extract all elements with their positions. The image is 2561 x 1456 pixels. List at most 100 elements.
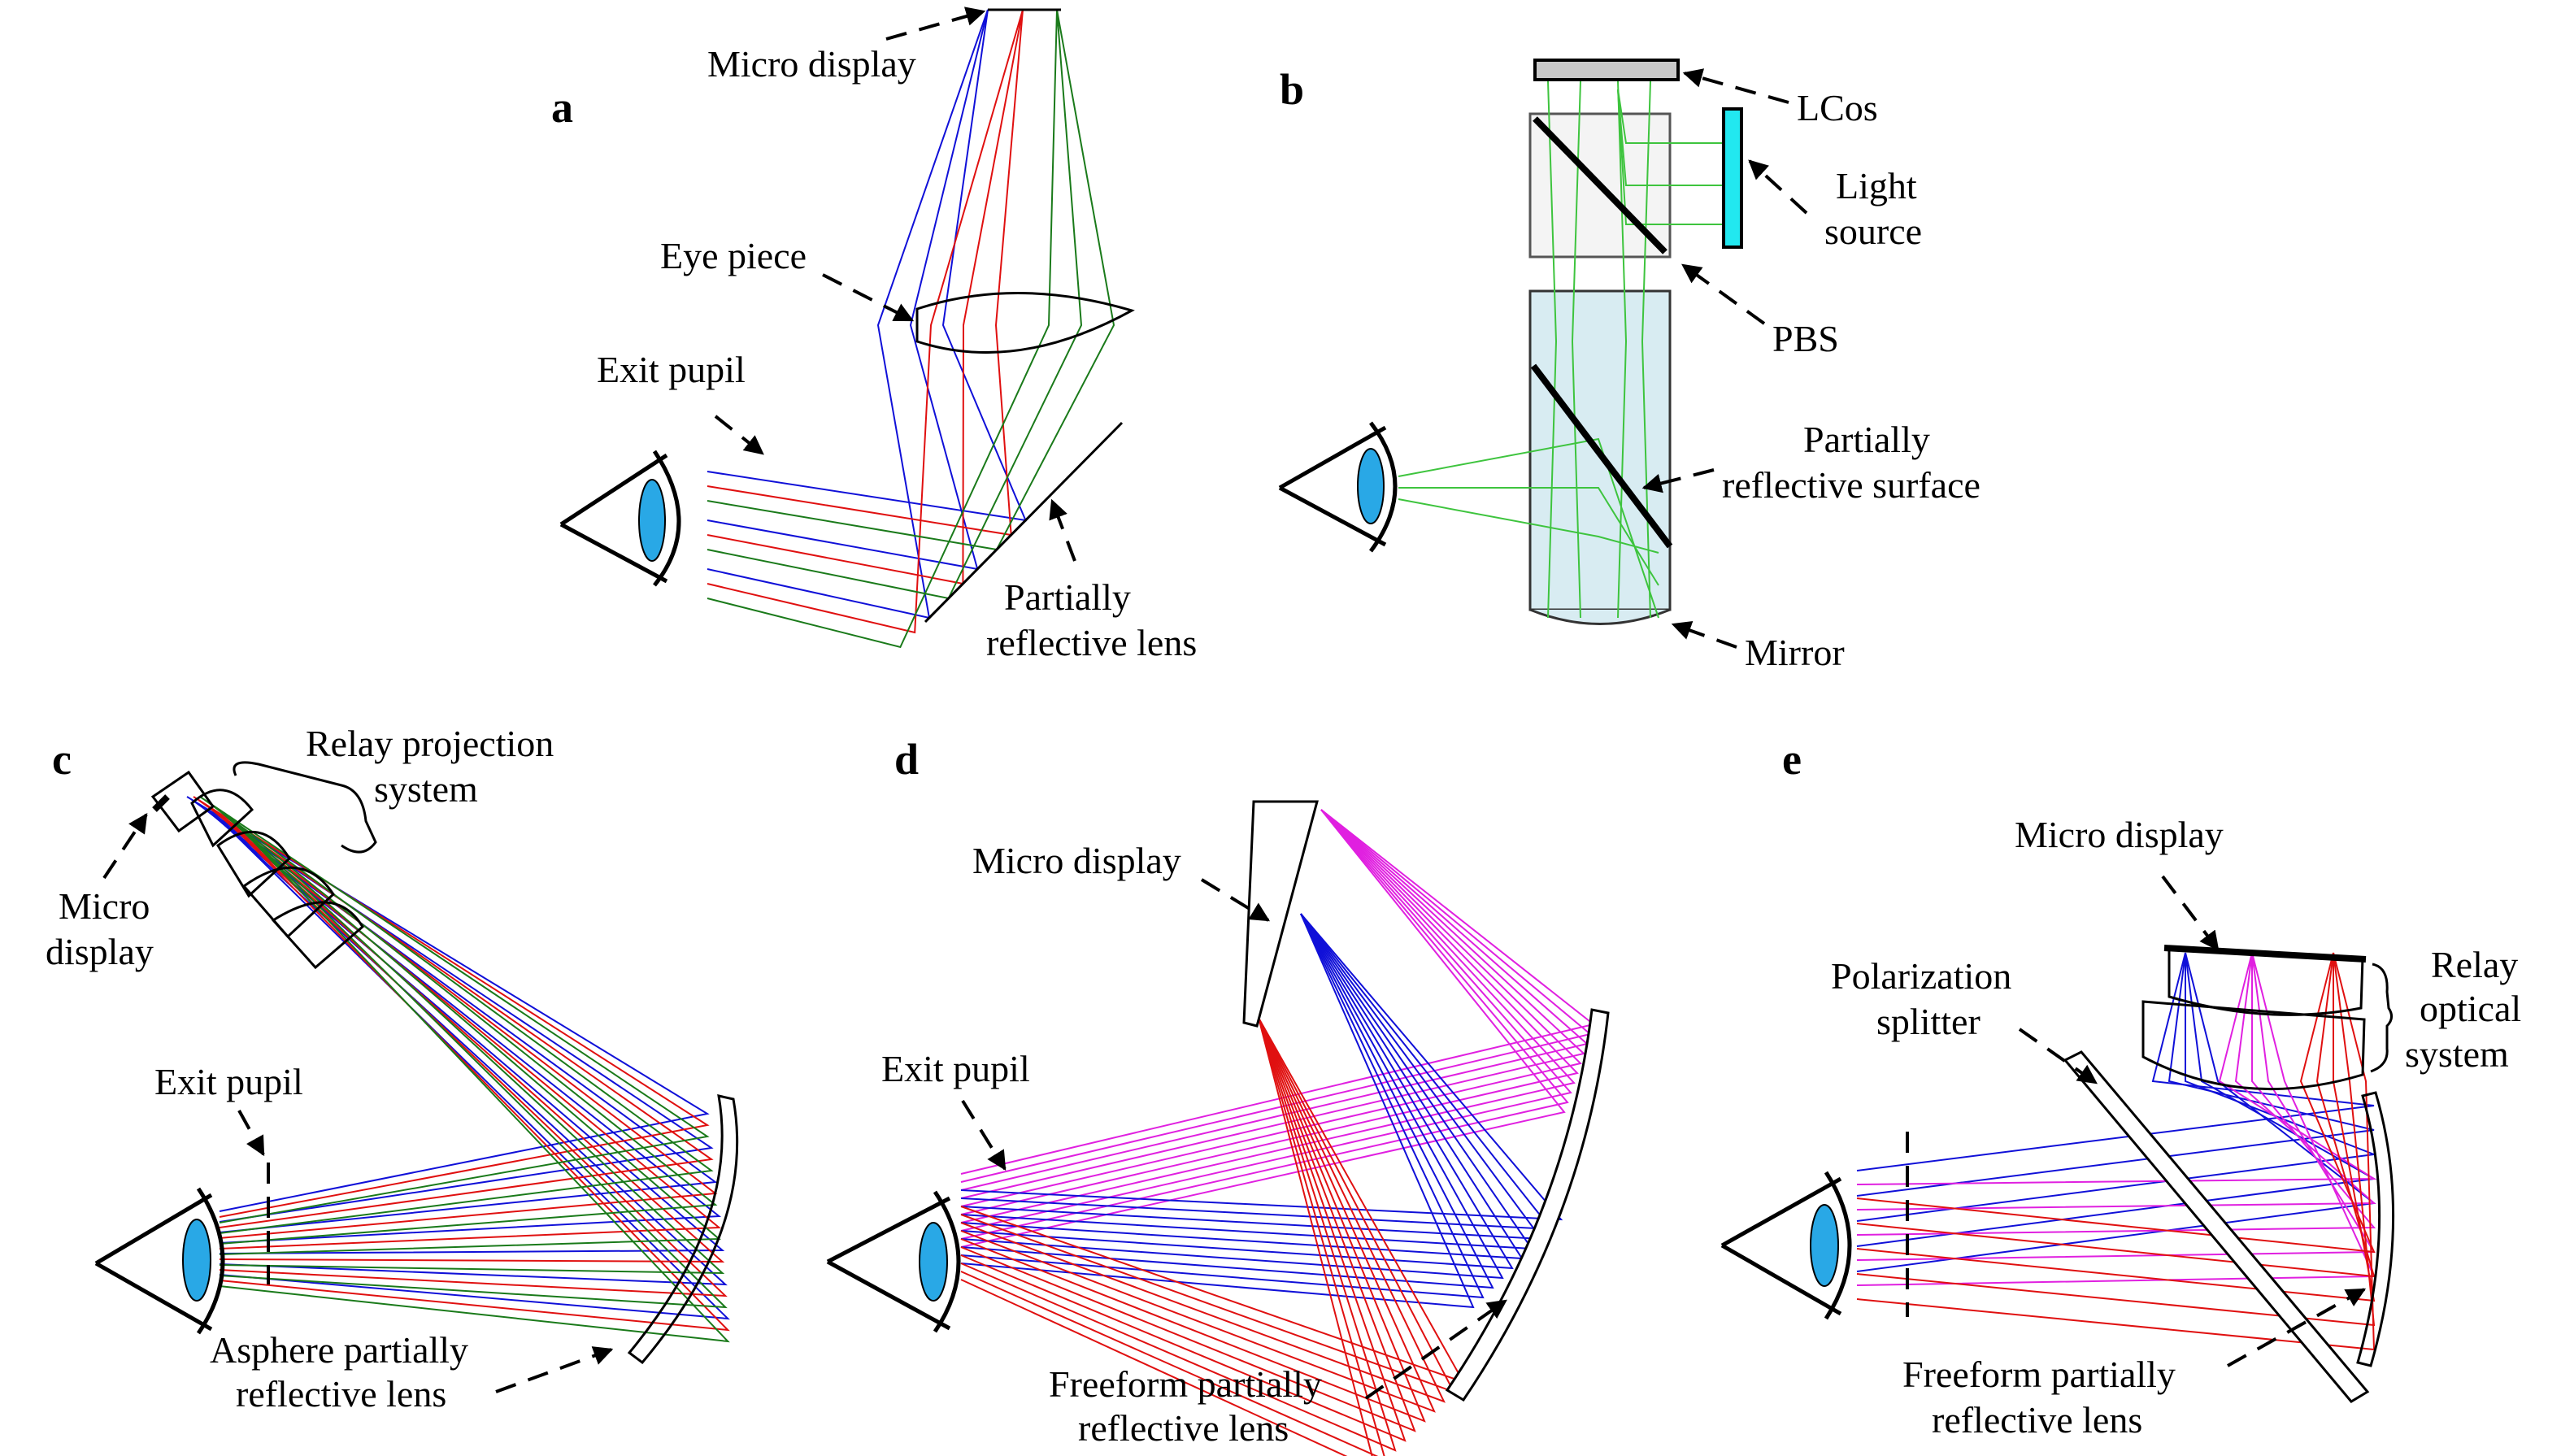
label-eye-piece: Eye piece xyxy=(660,235,807,276)
ray-d xyxy=(960,809,1579,1215)
ray-b xyxy=(1547,80,1558,619)
leader-freeform-e xyxy=(2227,1288,2367,1367)
label-micro-display-e: Micro display xyxy=(2015,814,2224,855)
leader-freeform-d xyxy=(1364,1299,1507,1400)
label-freeform-e-2: reflective lens xyxy=(1932,1399,2142,1441)
ray-b xyxy=(1617,89,1724,144)
ray-c xyxy=(219,812,728,1309)
ray-d xyxy=(960,913,1563,1221)
leader-exit-pupil-a xyxy=(714,415,764,455)
label-freeform-d-1: Freeform partially xyxy=(1049,1363,1322,1405)
ray-c xyxy=(204,799,714,1234)
ray-c xyxy=(209,802,718,1245)
leader-micro-display-d xyxy=(1200,878,1271,922)
leader-micro-display-c xyxy=(102,813,148,880)
ray-e xyxy=(1856,952,2376,1351)
ray-e xyxy=(1856,952,2375,1171)
ray-d xyxy=(960,809,1576,1223)
ray-b xyxy=(1398,437,1659,619)
ray-e xyxy=(1856,952,2376,1254)
ray-e xyxy=(1856,953,2375,1222)
ray-d xyxy=(960,1017,1397,1452)
label-relay-c-1: Relay projection xyxy=(306,723,554,764)
freeform-lens-e xyxy=(2356,1091,2395,1367)
label-exit-pupil-d: Exit pupil xyxy=(881,1048,1030,1089)
panel-letter-d: d xyxy=(894,735,919,784)
panel-c: c Relay projection system Micro display … xyxy=(46,723,739,1415)
ray-c xyxy=(199,796,710,1223)
panel-e: e Micro display Relay optical system Pol… xyxy=(1720,735,2521,1441)
panel-a: a Micro display Eye piece Exit pupil Par… xyxy=(551,7,1197,663)
label-partially-a-2: reflective lens xyxy=(986,622,1197,663)
ray-b xyxy=(1571,80,1581,619)
eye-icon xyxy=(94,1187,225,1335)
ray-b xyxy=(1641,80,1651,619)
leader-partially-reflective-lens xyxy=(1049,498,1076,562)
label-prs-1: Partially xyxy=(1803,419,1930,460)
label-exit-pupil-c: Exit pupil xyxy=(154,1061,303,1102)
label-micro-c-1: Micro xyxy=(59,885,150,927)
ray-e xyxy=(1856,952,2377,1185)
ray-b xyxy=(1617,89,1724,225)
label-freeform-d-2: reflective lens xyxy=(1078,1407,1289,1449)
label-relay-c-2: system xyxy=(374,768,478,810)
leader-mirror xyxy=(1671,621,1737,649)
label-micro-c-2: display xyxy=(46,931,154,972)
ray-d xyxy=(960,809,1583,1207)
asphere-partially-reflective-lens xyxy=(627,1094,739,1365)
label-micro-display-d: Micro display xyxy=(972,840,1181,881)
ray-b xyxy=(1617,80,1628,619)
ray-c xyxy=(219,815,730,1343)
ray-a xyxy=(707,9,1028,522)
label-lcos: LCos xyxy=(1797,87,1878,128)
ray-d xyxy=(960,809,1572,1232)
ray-c xyxy=(186,796,710,1212)
ray-c xyxy=(219,809,725,1275)
ray-a xyxy=(707,9,1024,585)
ray-d xyxy=(960,809,1566,1248)
panel-letter-c: c xyxy=(52,735,72,784)
ray-a xyxy=(707,9,1115,551)
ray-d xyxy=(960,1017,1385,1456)
label-pbs: PBS xyxy=(1772,318,1839,359)
light-source-bar xyxy=(1722,107,1743,249)
ray-e xyxy=(1856,952,2376,1286)
micro-display-d xyxy=(1242,800,1319,1028)
label-relay-e-3: system xyxy=(2405,1033,2509,1075)
label-asphere-2: reflective lens xyxy=(236,1373,446,1415)
label-micro-display: Micro display xyxy=(707,43,916,85)
panel-letter-b: b xyxy=(1280,65,1304,114)
ray-d xyxy=(960,1017,1373,1456)
leader-exit-pupil-c xyxy=(237,1110,265,1157)
label-mirror: Mirror xyxy=(1745,632,1845,673)
label-prs-2: reflective surface xyxy=(1722,464,1981,506)
ray-e xyxy=(1856,952,2376,1210)
leader-partially-reflective-surface xyxy=(1641,468,1715,493)
partially-reflective-lens xyxy=(924,421,1124,624)
leader-asphere xyxy=(495,1346,614,1393)
eye-icon xyxy=(826,1190,961,1333)
panel-letter-a: a xyxy=(551,83,573,132)
leader-polarization-splitter xyxy=(2018,1028,2098,1084)
micro-display-e xyxy=(2163,945,2367,963)
ray-a xyxy=(707,9,989,619)
panel-d: d Micro display Exit pupil Freeform part… xyxy=(826,735,1610,1456)
relay-lens-bottom xyxy=(2141,1000,2366,1091)
eye-piece-lens xyxy=(915,292,1135,354)
eye-icon xyxy=(1720,1171,1852,1320)
freeform-lens-d xyxy=(1445,1008,1610,1402)
pbs-diagonal xyxy=(1533,116,1667,254)
ray-a xyxy=(707,9,1058,649)
label-pol-2: splitter xyxy=(1876,1001,1981,1042)
leader-micro-display-e xyxy=(2161,875,2220,951)
label-light-2: source xyxy=(1824,211,1922,252)
ray-a xyxy=(707,9,1024,634)
label-light-1: Light xyxy=(1836,165,1917,206)
polarization-splitter xyxy=(2063,1050,2370,1403)
ray-e xyxy=(1856,952,2376,1272)
curved-mirror xyxy=(1529,608,1671,625)
ray-b xyxy=(1398,487,1659,586)
ray-d xyxy=(960,913,1504,1280)
ray-d xyxy=(960,1017,1407,1442)
leader-pbs xyxy=(1681,263,1766,325)
